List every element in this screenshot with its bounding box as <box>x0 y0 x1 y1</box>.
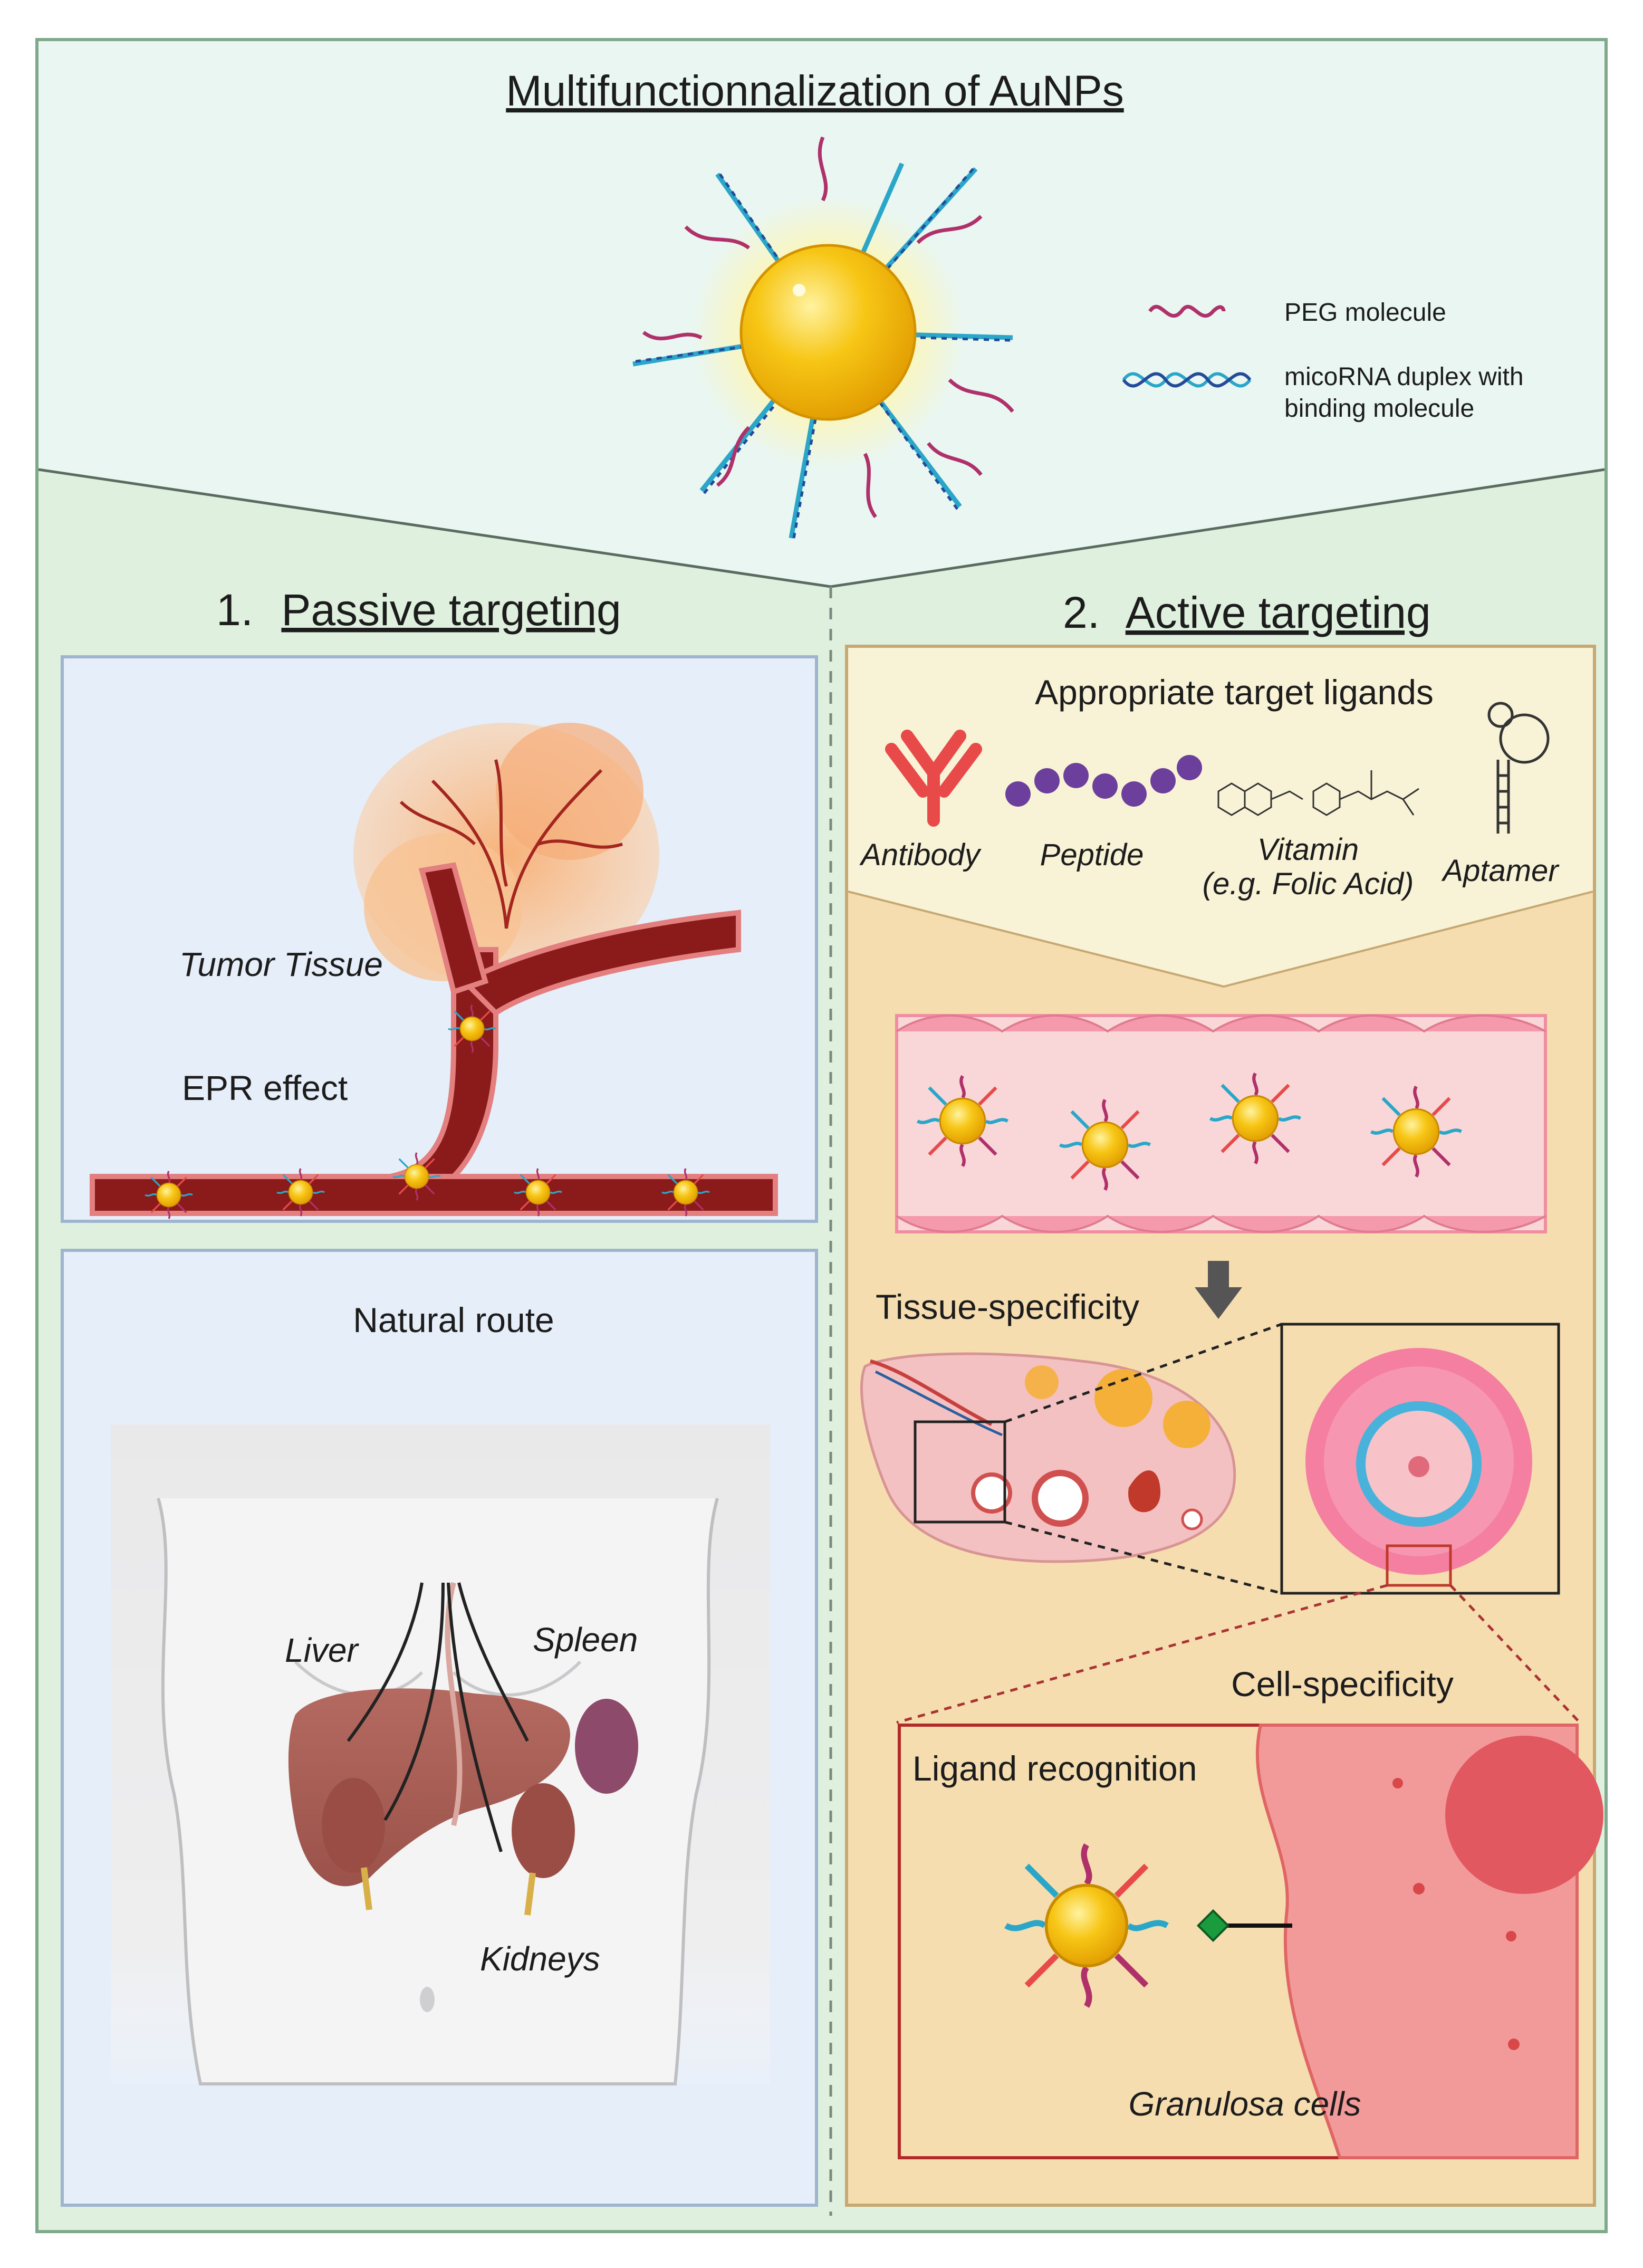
active-vessel-illustration <box>895 1014 1547 1233</box>
tumor-tissue-label: Tumor Tissue <box>179 945 383 983</box>
passive-heading: 1. Passive targeting <box>216 585 621 635</box>
follicle-illustration <box>1305 1348 1532 1575</box>
folic-acid-structure-icon <box>1217 770 1419 816</box>
targeted-nanoparticle <box>1006 1845 1167 2006</box>
granulosa-cells-label: Granulosa cells <box>1128 2085 1361 2123</box>
ovary-illustration <box>860 1352 1236 1563</box>
peg-molecule-icon <box>1148 305 1226 318</box>
tissue-specificity-label: Tissue-specificity <box>876 1287 1139 1326</box>
tumor-tissue-illustration <box>353 723 659 987</box>
spleen-label: Spleen <box>533 1621 638 1659</box>
active-heading: 2. Active targeting <box>1063 588 1431 637</box>
aptamer-icon <box>1487 702 1550 834</box>
ligand-recognition-label: Ligand recognition <box>912 1749 1197 1788</box>
ligands-banner-border <box>848 891 1593 988</box>
receptor-binding-illustration <box>1196 1909 1292 1942</box>
stomach-shape <box>575 1699 638 1794</box>
blood-vessel-illustration <box>90 862 778 1216</box>
organ-arrows <box>347 1582 529 1852</box>
cell-specificity-label: Cell-specificity <box>1231 1664 1454 1704</box>
mirna-duplex-icon <box>1122 372 1252 388</box>
aptamer-label: Aptamer <box>1441 854 1560 888</box>
legend-mirna-label-line2: binding molecule <box>1284 395 1474 423</box>
passive-heading-text: Passive targeting <box>281 585 621 635</box>
organs-illustration <box>288 1582 638 1916</box>
zoom-lines <box>1004 1323 1282 1595</box>
natural-route-label: Natural route <box>353 1300 554 1339</box>
antibody-label: Antibody <box>859 838 982 872</box>
liver-label: Liver <box>285 1631 359 1669</box>
legend: PEG molecule micoRNA duplex with binding… <box>1122 299 1524 423</box>
active-number: 2. <box>1063 588 1100 637</box>
epr-effect-label: EPR effect <box>182 1068 348 1107</box>
gold-nanoparticle-illustration <box>632 136 1014 539</box>
page-title: Multifunctionnalization of AuNPs <box>506 67 1123 115</box>
left-kidney-shape <box>322 1778 385 1873</box>
peptide-icon <box>1005 755 1202 807</box>
ligands-banner <box>848 648 1593 987</box>
cell-zoom-box <box>1386 1544 1452 1587</box>
antibody-icon <box>885 730 982 827</box>
down-arrow-icon <box>1195 1261 1242 1319</box>
vitamin-label-line2: (e.g. Folic Acid) <box>1203 867 1414 901</box>
ligands-title: Appropriate target ligands <box>1035 673 1434 712</box>
ovary-zoom-box <box>914 1420 1006 1524</box>
kidneys-label: Kidneys <box>480 1940 600 1978</box>
vitamin-label-line1: Vitamin <box>1257 832 1359 867</box>
legend-peg-label: PEG molecule <box>1284 299 1446 327</box>
granulosa-cell-illustration <box>1255 1724 1603 2159</box>
right-kidney-shape <box>512 1783 575 1878</box>
legend-mirna-label-line1: micoRNA duplex with <box>1284 363 1524 391</box>
cell-zoom-lines <box>896 1584 1581 1724</box>
passive-number: 1. <box>216 585 253 635</box>
active-heading-text: Active targeting <box>1126 588 1431 637</box>
peptide-label: Peptide <box>1040 838 1144 872</box>
